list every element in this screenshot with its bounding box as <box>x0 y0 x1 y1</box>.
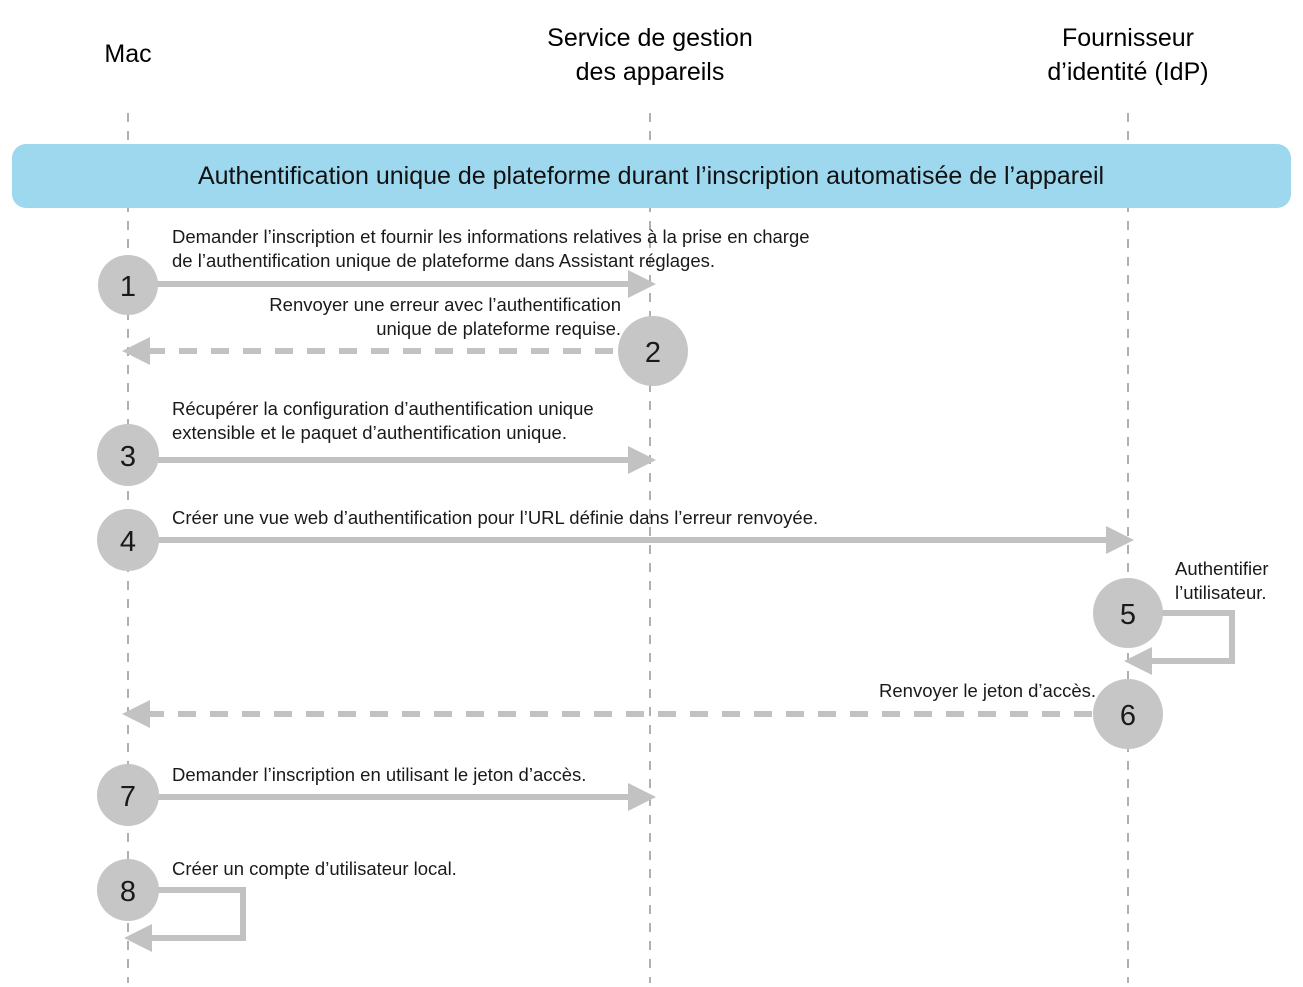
message-7: Demander l’inscription en utilisant le j… <box>97 764 656 826</box>
step-badge-6 <box>1093 679 1163 749</box>
message-3: Récupérer la configuration d’authentific… <box>97 398 656 486</box>
step-badge-2 <box>618 316 688 386</box>
message-7-arrowhead <box>628 783 656 811</box>
message-8-text-line1: Créer un compte d’utilisateur local. <box>172 858 457 879</box>
message-3-text-line1: Récupérer la configuration d’authentific… <box>172 398 594 419</box>
message-1-arrowhead <box>628 270 656 298</box>
step-number-5: 5 <box>1120 599 1136 631</box>
step-badge-8 <box>97 859 159 921</box>
message-1-text-line1: Demander l’inscription et fournir les in… <box>172 226 810 247</box>
step-badge-4 <box>97 509 159 571</box>
title-banner <box>12 144 1291 208</box>
step-number-4: 4 <box>120 526 136 558</box>
actor-label-mac-line1: Mac <box>104 40 151 68</box>
message-5: Authentifier l’utilisateur. 5 <box>1093 558 1269 675</box>
actor-label-mdm-line2: des appareils <box>576 58 725 86</box>
message-8-loop-path <box>128 887 246 941</box>
message-2-text-line2: unique de plateforme requise. <box>376 318 621 339</box>
message-8: Créer un compte d’utilisateur local. 8 <box>97 858 457 952</box>
message-5-arrowhead <box>1124 647 1152 675</box>
step-badge-1 <box>98 255 158 315</box>
message-1-text-line2: de l’authentification unique de platefor… <box>172 250 715 271</box>
step-badge-7 <box>97 764 159 826</box>
message-2-arrowhead <box>122 337 150 365</box>
message-2-text-line1: Renvoyer une erreur avec l’authentificat… <box>269 294 621 315</box>
message-4-text-line1: Créer une vue web d’authentification pou… <box>172 507 818 528</box>
actor-header-mac: Mac <box>104 40 151 68</box>
title-banner-label: Authentification unique de plateforme du… <box>198 162 1104 190</box>
step-badge-5 <box>1093 578 1163 648</box>
step-number-1: 1 <box>120 271 136 303</box>
actor-header-idp: Fournisseur d’identité (IdP) <box>1047 24 1208 86</box>
step-number-2: 2 <box>645 337 661 369</box>
message-5-loop-path <box>1128 610 1235 664</box>
step-number-3: 3 <box>120 441 136 473</box>
message-5-text-line1: Authentifier <box>1175 558 1269 579</box>
message-7-text-line1: Demander l’inscription en utilisant le j… <box>172 764 586 785</box>
message-3-arrowhead <box>628 446 656 474</box>
step-badge-3 <box>97 424 159 486</box>
message-8-arrowhead <box>124 924 152 952</box>
message-3-text-line2: extensible et le paquet d’authentificati… <box>172 422 567 443</box>
message-6-arrowhead <box>122 700 150 728</box>
actor-label-idp-line2: d’identité (IdP) <box>1047 58 1208 86</box>
message-4: Créer une vue web d’authentification pou… <box>97 507 1134 571</box>
message-2: Renvoyer une erreur avec l’authentificat… <box>122 294 688 386</box>
message-5-text-line2: l’utilisateur. <box>1175 582 1267 603</box>
step-number-6: 6 <box>1120 700 1136 732</box>
message-6: Renvoyer le jeton d’accès. 6 <box>122 679 1163 749</box>
step-number-8: 8 <box>120 876 136 908</box>
actor-label-mdm-line1: Service de gestion <box>547 24 753 52</box>
message-6-text-line1: Renvoyer le jeton d’accès. <box>879 680 1096 701</box>
message-1: Demander l’inscription et fournir les in… <box>98 226 810 315</box>
step-number-7: 7 <box>120 781 136 813</box>
message-4-arrowhead <box>1106 526 1134 554</box>
actor-header-mdm: Service de gestion des appareils <box>547 24 753 86</box>
actor-label-idp-line1: Fournisseur <box>1062 24 1194 52</box>
